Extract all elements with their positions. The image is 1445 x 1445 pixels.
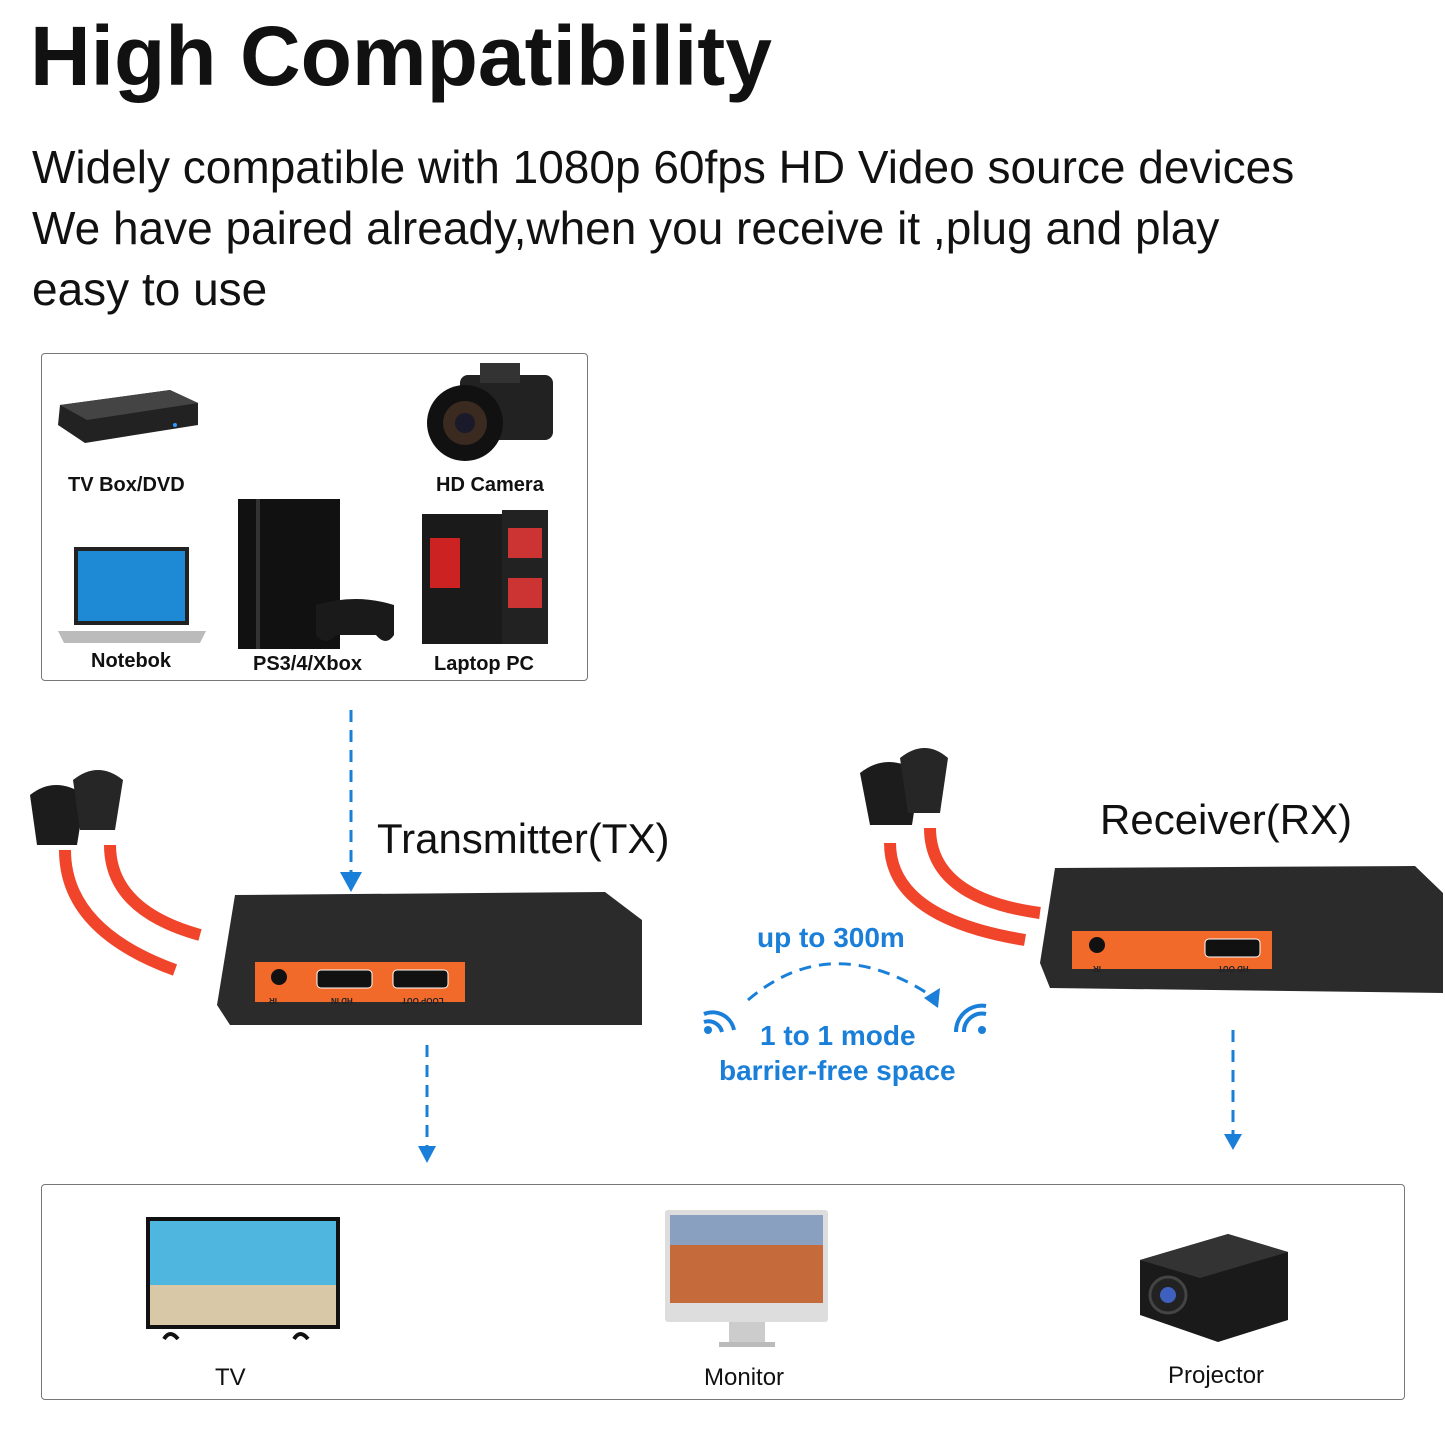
subtitle-line-2: We have paired already,when you receive … xyxy=(32,202,1220,254)
page-title: High Compatibility xyxy=(30,9,772,103)
tx-port-hd-in: HD IN xyxy=(331,996,353,1005)
antenna-2 xyxy=(73,770,123,830)
transmitter-device xyxy=(30,770,642,1025)
receiver-label: Receiver(RX) xyxy=(1100,796,1353,843)
transmitter-label: Transmitter(TX) xyxy=(377,815,670,862)
source-label-tv-box: TV Box/DVD xyxy=(68,474,185,496)
source-devices-panel xyxy=(41,353,588,681)
wifi-signal-icon-left xyxy=(703,1010,736,1034)
tx-port-ir: IR xyxy=(269,996,277,1005)
source-label-laptop-pc: Laptop PC xyxy=(434,653,534,675)
display-label-tv: TV xyxy=(215,1364,246,1391)
source-label-hd-camera: HD Camera xyxy=(436,474,544,496)
laptop-icon xyxy=(58,547,206,643)
monitor-icon xyxy=(665,1210,828,1347)
range-label: up to 300m xyxy=(757,922,905,953)
mode-label: 1 to 1 mode xyxy=(760,1020,916,1051)
subtitle-line-3: easy to use xyxy=(32,263,268,315)
rx-port-hd-out: HD OUT xyxy=(1218,964,1249,973)
subtitle-line-1: Widely compatible with 1080p 60fps HD Vi… xyxy=(32,141,1295,193)
source-label-console: PS3/4/Xbox xyxy=(253,653,362,675)
source-label-notebook: Notebok xyxy=(91,650,171,672)
tx-port-loop-out: LOOP OUT xyxy=(402,996,444,1005)
display-label-projector: Projector xyxy=(1168,1362,1265,1389)
tv-icon xyxy=(146,1217,340,1340)
antenna-2 xyxy=(900,748,948,813)
projector-icon xyxy=(1140,1234,1288,1342)
condition-label: barrier-free space xyxy=(719,1055,956,1086)
display-devices-panel xyxy=(41,1184,1405,1400)
desktop-pc-icon xyxy=(422,510,548,644)
rx-port-ir: IR xyxy=(1093,964,1101,973)
tv-box-icon xyxy=(58,390,198,443)
camera-icon xyxy=(427,363,553,461)
game-console-icon xyxy=(238,499,394,649)
display-label-monitor: Monitor xyxy=(704,1364,785,1391)
receiver-device xyxy=(860,748,1443,993)
wifi-signal-icon-right xyxy=(953,1003,987,1034)
antenna-1 xyxy=(30,785,85,845)
